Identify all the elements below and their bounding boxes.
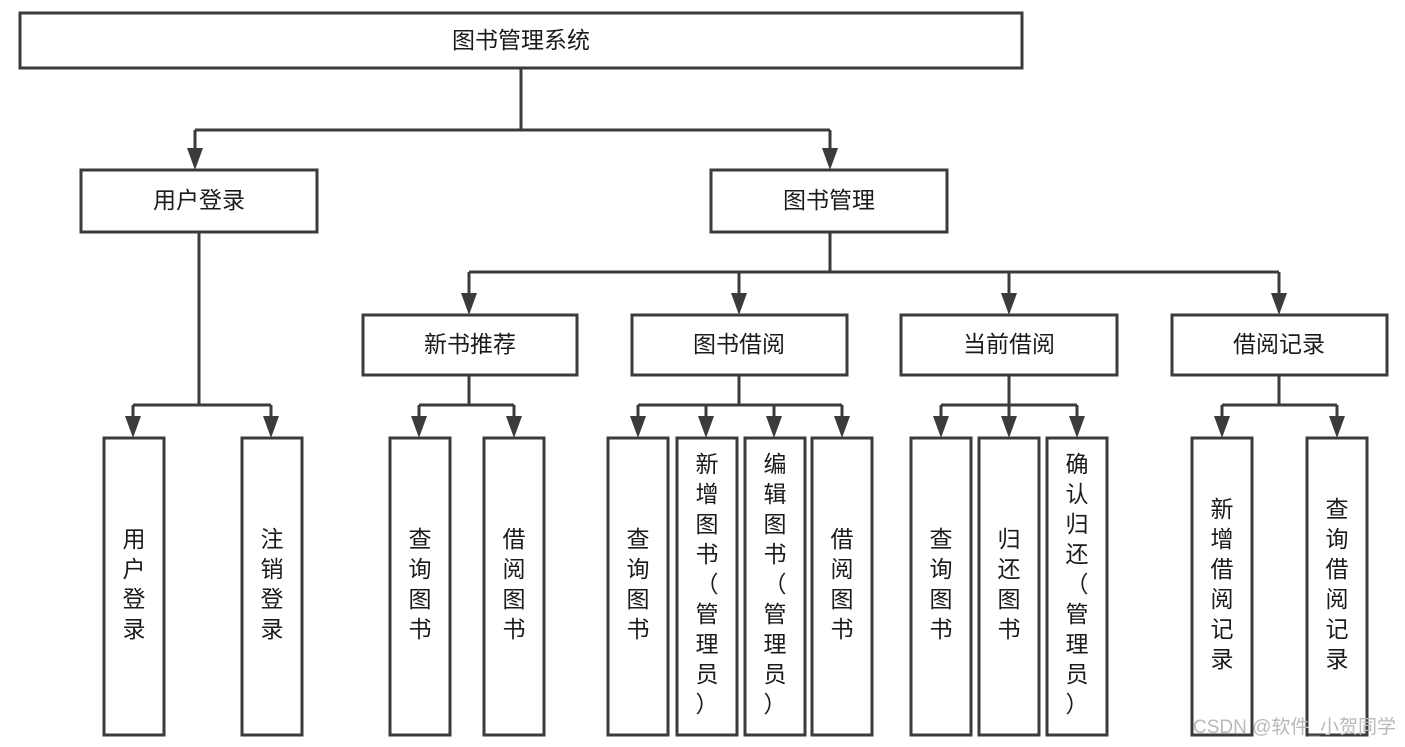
node-leaf-user-login[interactable]: 用户登录: [102, 436, 166, 737]
node-book-borrow[interactable]: 图书借阅: [630, 313, 849, 377]
node-label-leaf-query-book-2: 查询图书: [627, 526, 650, 642]
node-box-root: [18, 11, 1024, 70]
node-label-leaf-add-book-admin: 新增图书（管理员）: [696, 451, 719, 717]
node-leaf-confirm-return-admin[interactable]: 确认归还（管理员）: [1045, 436, 1109, 737]
connector-group-book-manage: [461, 232, 1287, 315]
arrow-head-leaf-add-borrow-record: [1214, 416, 1230, 438]
node-label-book-manage: 图书管理: [783, 187, 875, 213]
arrow-head-leaf-query-borrow-record: [1329, 416, 1345, 438]
node-leaf-return-book[interactable]: 归还图书: [977, 436, 1041, 737]
arrow-head-user-login: [187, 148, 203, 170]
csdn-watermark: CSDN @软件_小贺同学: [1193, 716, 1396, 738]
node-box-leaf-add-book-admin: [675, 436, 739, 737]
arrow-head-book-borrow: [731, 293, 747, 315]
node-box-new-book-recommend: [361, 313, 579, 377]
node-user-login[interactable]: 用户登录: [79, 168, 319, 234]
node-label-leaf-return-book: 归还图书: [998, 526, 1021, 642]
node-leaf-borrow-book-1[interactable]: 借阅图书: [482, 436, 546, 737]
node-box-leaf-add-borrow-record: [1190, 436, 1254, 737]
node-box-user-login: [79, 168, 319, 234]
node-borrow-record[interactable]: 借阅记录: [1170, 313, 1389, 377]
arrow-head-leaf-query-book-1: [411, 416, 427, 438]
connector-group-book-borrow: [630, 375, 850, 438]
arrow-head-leaf-confirm-return-admin: [1069, 416, 1085, 438]
node-box-leaf-logout-login: [240, 436, 304, 737]
node-label-leaf-borrow-book-1: 借阅图书: [503, 526, 526, 642]
connector-group-borrow-record: [1214, 375, 1345, 438]
connector-group-new-book-recommend: [411, 375, 522, 438]
node-leaf-add-borrow-record[interactable]: 新增借阅记录: [1190, 436, 1254, 737]
node-box-leaf-return-book: [977, 436, 1041, 737]
node-new-book-recommend[interactable]: 新书推荐: [361, 313, 579, 377]
arrow-head-borrow-record: [1271, 293, 1287, 315]
node-label-new-book-recommend: 新书推荐: [424, 331, 516, 357]
arrow-head-new-book-recommend: [461, 293, 477, 315]
arrow-head-leaf-user-login: [125, 416, 141, 438]
node-book-manage[interactable]: 图书管理: [709, 168, 949, 234]
arrow-head-leaf-query-book-3: [933, 416, 949, 438]
arrow-head-leaf-add-book-admin: [698, 416, 714, 438]
node-label-leaf-query-borrow-record: 查询借阅记录: [1326, 496, 1349, 672]
arrow-head-leaf-edit-book-admin: [766, 416, 782, 438]
arrow-head-book-manage: [822, 148, 838, 170]
node-box-current-borrow: [899, 313, 1119, 377]
connector-group-user-login: [125, 232, 279, 438]
node-box-book-manage: [709, 168, 949, 234]
node-box-borrow-record: [1170, 313, 1389, 377]
node-label-leaf-user-login: 用户登录: [123, 526, 146, 642]
node-label-leaf-edit-book-admin: 编辑图书（管理员）: [764, 451, 787, 717]
node-leaf-query-book-1[interactable]: 查询图书: [388, 436, 452, 737]
node-box-leaf-query-book-1: [388, 436, 452, 737]
node-book-management-system[interactable]: 图书管理系统: [18, 11, 1024, 70]
node-box-leaf-user-login: [102, 436, 166, 737]
node-leaf-add-book-admin[interactable]: 新增图书（管理员）: [675, 436, 739, 737]
arrow-head-leaf-borrow-book-2: [834, 416, 850, 438]
node-label-leaf-confirm-return-admin: 确认归还（管理员）: [1066, 451, 1089, 717]
node-label-current-borrow: 当前借阅: [963, 331, 1055, 357]
arrow-head-current-borrow: [1001, 293, 1017, 315]
node-label-leaf-query-book-3: 查询图书: [930, 526, 953, 642]
node-box-leaf-query-book-3: [909, 436, 973, 737]
node-box-leaf-borrow-book-2: [810, 436, 874, 737]
node-leaf-query-book-2[interactable]: 查询图书: [606, 436, 670, 737]
node-label-leaf-logout-login: 注销登录: [261, 526, 284, 642]
node-current-borrow[interactable]: 当前借阅: [899, 313, 1119, 377]
node-box-leaf-confirm-return-admin: [1045, 436, 1109, 737]
arrow-head-leaf-logout-login: [263, 416, 279, 438]
arrow-head-leaf-return-book: [1001, 416, 1017, 438]
node-label-leaf-add-borrow-record: 新增借阅记录: [1211, 496, 1234, 672]
arrow-head-leaf-borrow-book-1: [506, 416, 522, 438]
node-leaf-logout-login[interactable]: 注销登录: [240, 436, 304, 737]
node-label-root: 图书管理系统: [452, 27, 590, 53]
node-leaf-borrow-book-2[interactable]: 借阅图书: [810, 436, 874, 737]
node-leaf-edit-book-admin[interactable]: 编辑图书（管理员）: [743, 436, 807, 737]
node-label-user-login: 用户登录: [153, 187, 245, 213]
node-box-leaf-borrow-book-1: [482, 436, 546, 737]
node-leaf-query-borrow-record[interactable]: 查询借阅记录: [1305, 436, 1369, 737]
node-box-book-borrow: [630, 313, 849, 377]
node-label-leaf-query-book-1: 查询图书: [409, 526, 432, 642]
connector-group-current-borrow: [933, 375, 1085, 438]
node-box-leaf-edit-book-admin: [743, 436, 807, 737]
node-box-leaf-query-borrow-record: [1305, 436, 1369, 737]
node-box-leaf-query-book-2: [606, 436, 670, 737]
node-label-book-borrow: 图书借阅: [693, 331, 785, 357]
node-label-borrow-record: 借阅记录: [1233, 331, 1325, 357]
node-label-leaf-borrow-book-2: 借阅图书: [831, 526, 854, 642]
node-leaf-query-book-3[interactable]: 查询图书: [909, 436, 973, 737]
arrow-head-leaf-query-book-2: [630, 416, 646, 438]
connector-group-root: [187, 68, 838, 170]
